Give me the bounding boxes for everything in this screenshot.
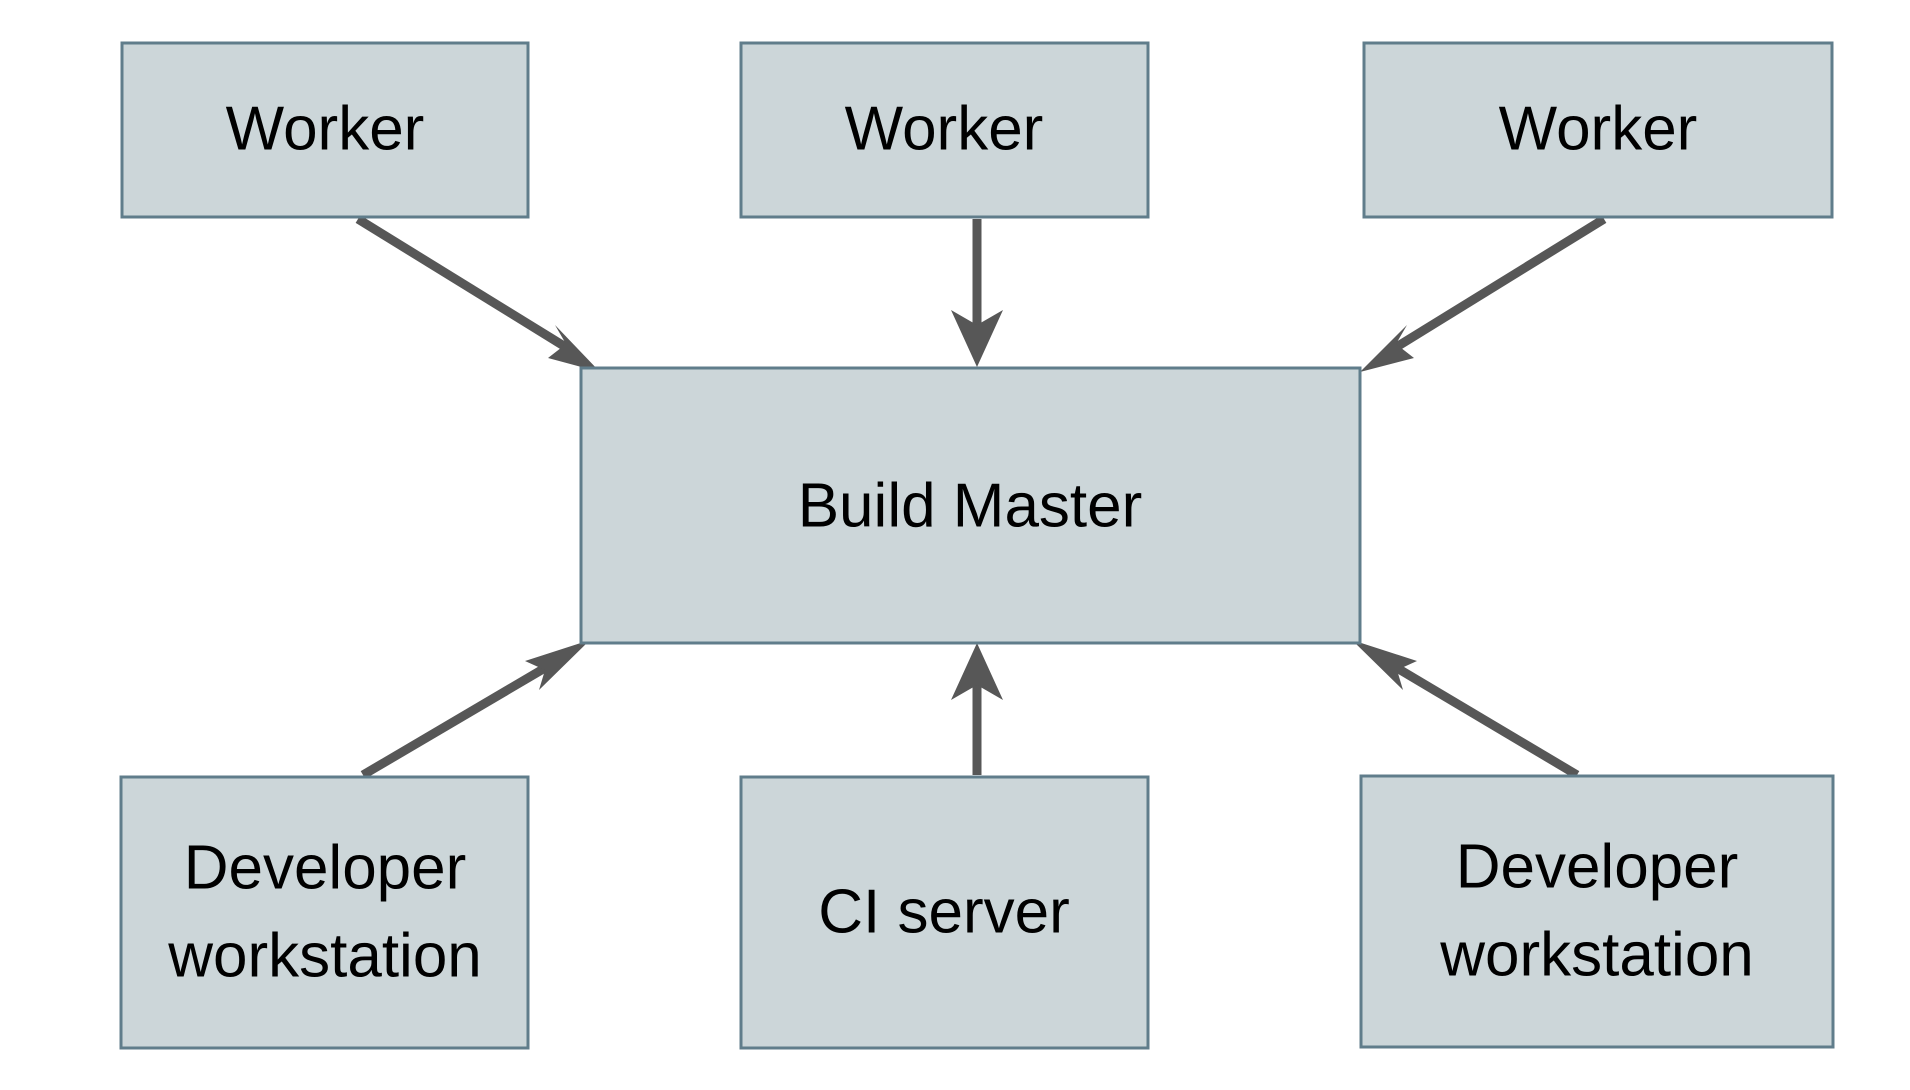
edge-dev-left-to-master [360,640,590,779]
edge-worker-right-to-master-arrowhead [1360,325,1414,372]
node-build-master-box[interactable] [579,366,1362,645]
node-worker-center-box[interactable] [739,41,1150,219]
node-worker-center[interactable]: Worker [739,41,1150,219]
edge-dev-right-to-master [1352,640,1580,779]
edge-layer [355,215,1607,779]
node-layer: Worker Worker Worker Build Master Develo… [119,41,1835,1050]
edge-worker-left-to-master [355,215,600,372]
node-developer-workstation-right-label-line1: Developer [1456,832,1739,901]
edge-worker-center-to-master [951,219,1003,367]
edge-worker-right-to-master [1360,215,1607,372]
edge-dev-right-to-master-line [1389,661,1580,779]
node-developer-workstation-right-box[interactable] [1359,774,1835,1049]
node-worker-left[interactable]: Worker [120,41,530,219]
node-worker-right-box[interactable] [1362,41,1834,219]
edge-dev-left-to-master-line [360,661,553,779]
edge-dev-left-to-master-arrowhead [525,640,590,690]
node-ci-server[interactable]: CI server [739,775,1150,1050]
node-worker-left-box[interactable] [120,41,530,219]
edge-worker-right-to-master-line [1387,215,1607,355]
node-build-master[interactable]: Build Master [579,366,1362,645]
node-worker-center-label: Worker [845,94,1044,163]
node-developer-workstation-left-label-line1: Developer [184,833,467,902]
edge-worker-left-to-master-line [355,215,575,355]
node-developer-workstation-left[interactable]: Developer workstation [119,775,530,1050]
node-worker-right[interactable]: Worker [1362,41,1834,219]
edge-worker-left-to-master-arrowhead [548,325,600,372]
node-developer-workstation-right[interactable]: Developer workstation [1359,774,1835,1049]
node-worker-right-label: Worker [1499,94,1698,163]
node-developer-workstation-left-box[interactable] [119,775,530,1050]
node-build-master-label: Build Master [798,471,1143,540]
edge-ci-server-to-master [951,643,1003,775]
node-ci-server-label: CI server [818,877,1069,946]
node-developer-workstation-left-label-line2: workstation [167,921,482,990]
node-developer-workstation-right-label-line2: workstation [1439,920,1754,989]
edge-ci-server-to-master-arrowhead [951,643,1003,700]
node-ci-server-box[interactable] [739,775,1150,1050]
edge-dev-right-to-master-arrowhead [1352,640,1417,690]
node-worker-left-label: Worker [226,94,425,163]
edge-worker-center-to-master-arrowhead [951,310,1003,367]
